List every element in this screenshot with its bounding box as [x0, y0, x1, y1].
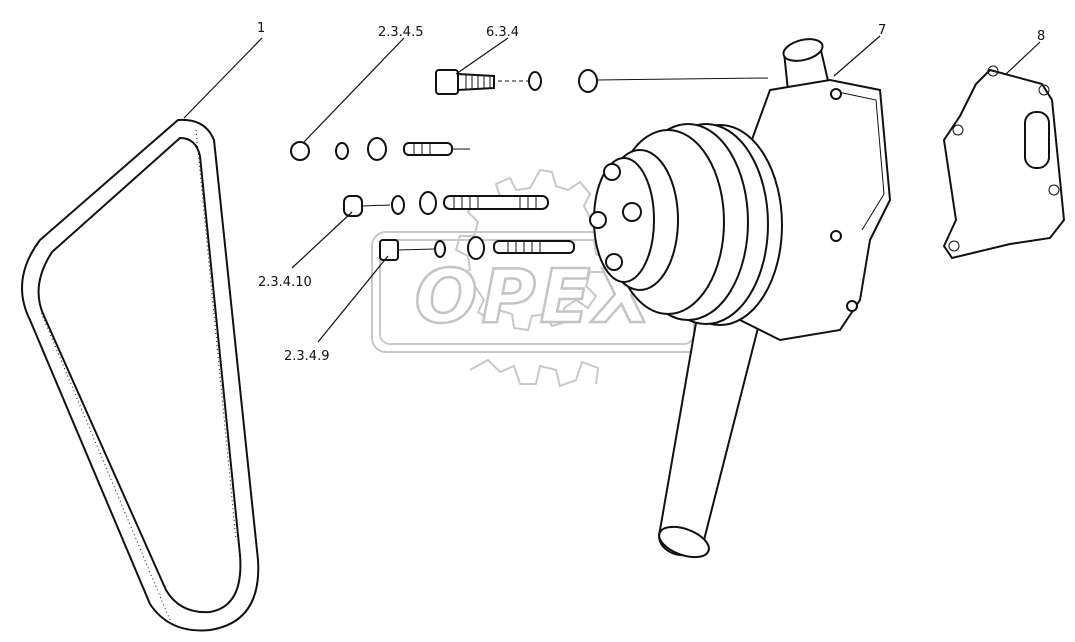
lock-washer: [419, 191, 437, 215]
hex-bolt-head: [435, 69, 459, 95]
label-part-d: 2.3.4.9: [284, 349, 329, 364]
gasket-port: [1024, 111, 1050, 169]
stud: [493, 240, 575, 254]
leader-lines: [183, 35, 1041, 343]
nut: [290, 141, 310, 161]
stud: [403, 142, 453, 156]
callout-labels: 1 2.3.4.5 6.3.4 7 8 2.3.4.10 2.3.4.9: [257, 21, 1045, 364]
fasteners: [290, 69, 769, 261]
label-belt: 1: [257, 21, 265, 36]
hub-bolt: [622, 202, 642, 222]
washer: [335, 142, 349, 160]
long-stud: [443, 195, 549, 210]
hub-bolt: [589, 211, 607, 229]
label-part-a: 2.3.4.5: [378, 25, 423, 40]
v-belt: [21, 118, 260, 632]
lock-washer: [367, 137, 387, 161]
sleeve: [343, 195, 363, 217]
washer: [528, 71, 542, 91]
label-pump: 7: [878, 23, 886, 38]
label-gasket: 8: [1037, 29, 1045, 44]
water-pump: [589, 38, 892, 559]
washer: [391, 195, 405, 215]
hex-nut: [379, 239, 399, 261]
label-part-b: 6.3.4: [486, 25, 519, 40]
gasket: [942, 65, 1066, 260]
washer: [434, 240, 446, 258]
label-part-c: 2.3.4.10: [258, 275, 312, 290]
hub-bolt: [605, 253, 623, 271]
lock-washer: [467, 236, 485, 260]
lock-washer: [578, 69, 598, 93]
hub-bolt: [603, 163, 621, 181]
